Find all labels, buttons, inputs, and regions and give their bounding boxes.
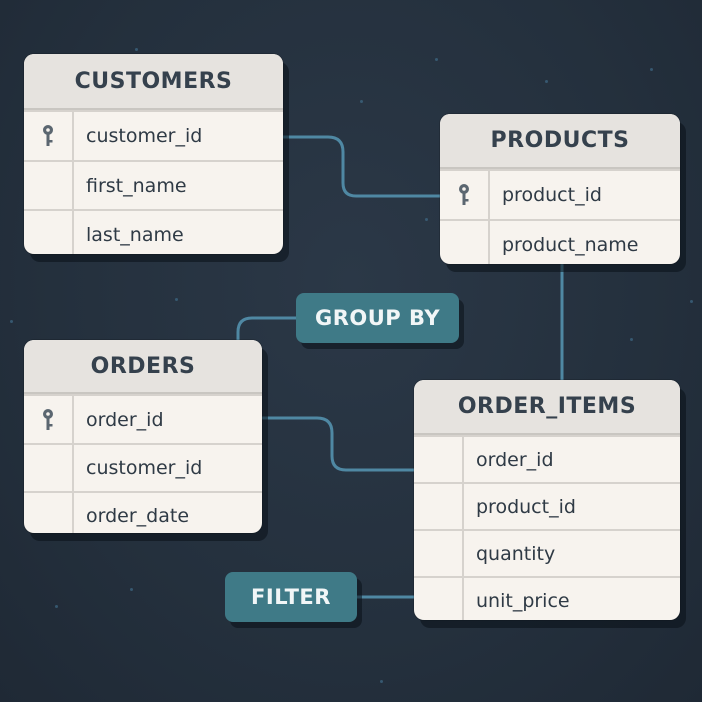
link-customers-products (281, 135, 442, 198)
column-name: product_id (476, 495, 576, 518)
table-title: PRODUCTS (440, 114, 680, 169)
table-row: order_date (24, 491, 262, 533)
table-row: unit_price (414, 576, 680, 620)
filter-badge: FILTER (225, 572, 357, 622)
key-cell (24, 162, 74, 209)
key-icon (43, 408, 53, 430)
key-cell (440, 221, 490, 264)
table-row: first_name (24, 160, 283, 209)
column-name: customer_id (86, 125, 203, 147)
table-title: CUSTOMERS (24, 54, 283, 110)
background-dot (380, 680, 383, 683)
link-orders-order-items (260, 416, 416, 472)
background-dot (130, 588, 133, 591)
table-row: order_id (24, 394, 262, 443)
background-dot (545, 80, 548, 83)
table-row: product_id (440, 169, 680, 219)
key-cell (414, 531, 464, 576)
order-items-table: ORDER_ITEMS order_id product_id quantity… (414, 380, 680, 620)
table-row: order_id (414, 435, 680, 482)
group-by-badge: GROUP BY (296, 293, 459, 343)
table-title: ORDERS (24, 340, 262, 394)
key-icon (459, 184, 469, 205)
column-name: last_name (86, 223, 184, 246)
key-cell (24, 396, 74, 443)
column-name: order_date (86, 505, 190, 527)
table-row: customer_id (24, 443, 262, 491)
column-name: product_id (502, 184, 602, 206)
background-dot (650, 68, 653, 71)
table-row: quantity (414, 529, 680, 576)
key-cell (414, 484, 464, 529)
products-table: PRODUCTS product_id product_name (440, 114, 680, 264)
background-dot (425, 218, 428, 221)
key-cell (24, 211, 74, 254)
background-dot (630, 338, 633, 341)
background-dot (175, 298, 178, 301)
key-cell (414, 437, 464, 482)
table-title: ORDER_ITEMS (414, 380, 680, 435)
table-row: last_name (24, 209, 283, 254)
column-name: customer_id (86, 457, 203, 479)
key-cell (24, 112, 74, 160)
column-name: order_id (86, 408, 164, 431)
background-dot (55, 605, 58, 608)
key-cell (24, 445, 74, 491)
background-dot (360, 100, 363, 103)
table-row: product_name (440, 219, 680, 264)
column-name: unit_price (476, 590, 570, 612)
column-name: product_name (502, 233, 639, 256)
table-row: customer_id (24, 110, 283, 160)
background-dot (435, 58, 438, 61)
key-icon (43, 125, 53, 146)
orders-table: ORDERS order_id customer_id order_date (24, 340, 262, 533)
key-cell (414, 578, 464, 620)
key-cell (440, 171, 490, 219)
table-row: product_id (414, 482, 680, 529)
column-name: order_id (476, 448, 554, 471)
background-dot (135, 48, 138, 51)
column-name: first_name (86, 174, 187, 197)
key-cell (24, 493, 74, 533)
customers-table: CUSTOMERS customer_id first_name last_na… (24, 54, 283, 254)
column-name: quantity (476, 542, 556, 565)
background-dot (10, 320, 13, 323)
link-groupby-orders (236, 316, 298, 342)
background-dot (690, 300, 693, 303)
